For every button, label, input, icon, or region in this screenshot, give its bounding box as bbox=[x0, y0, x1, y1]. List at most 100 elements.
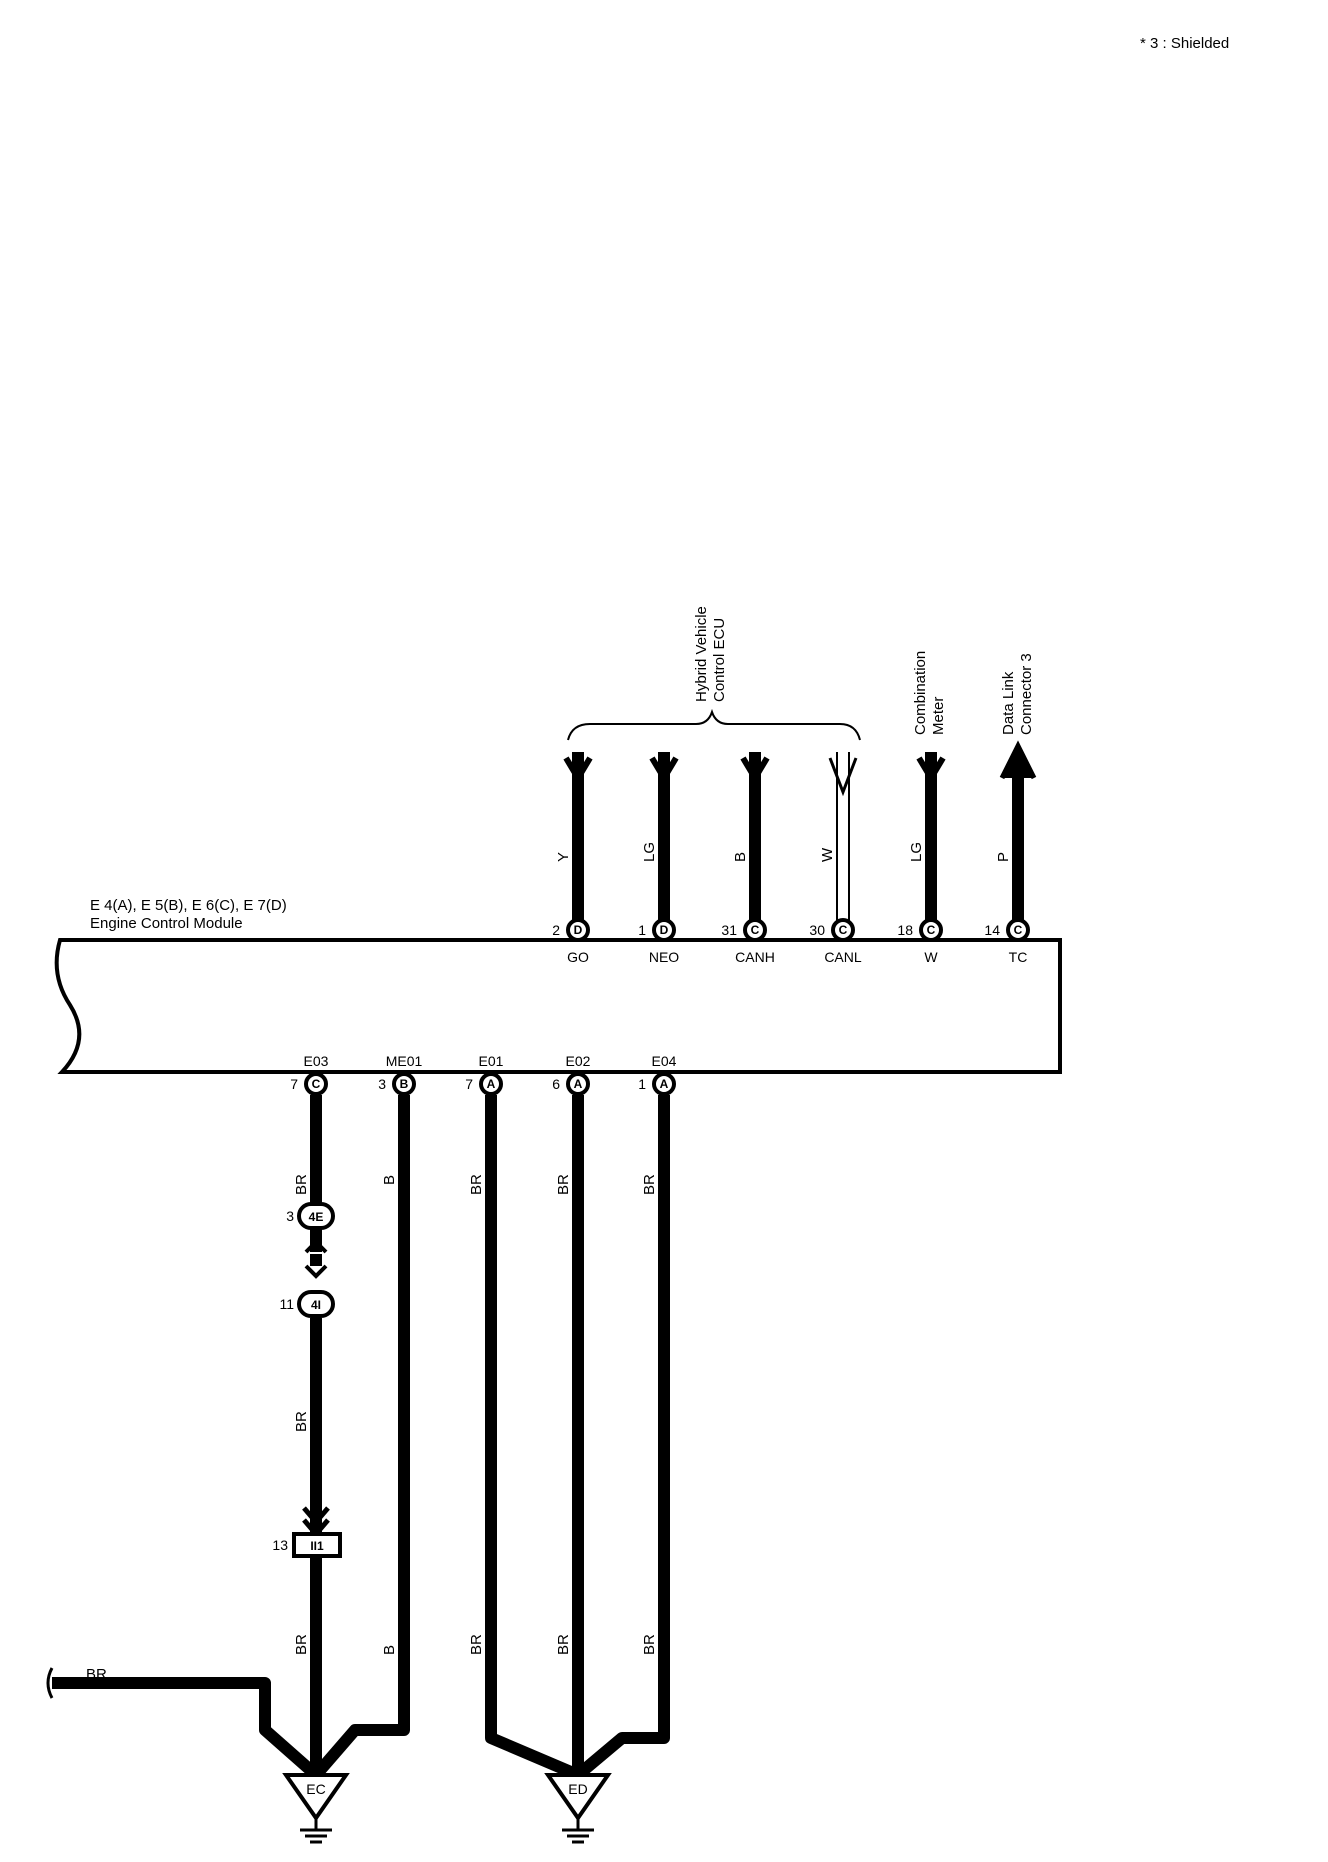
ground-icon bbox=[562, 1818, 594, 1844]
svg-text:BR: BR bbox=[641, 1174, 658, 1195]
svg-text:CANL: CANL bbox=[824, 949, 862, 965]
svg-text:7: 7 bbox=[465, 1076, 473, 1092]
hybrid-vehicle-ecu-label: Hybrid Vehicle Control ECU bbox=[693, 606, 728, 702]
ground-icon bbox=[300, 1818, 332, 1844]
engine-control-module-box bbox=[54, 938, 1062, 1074]
bottom-terminals: 7 C 3 B 7 A 6 A 1 A bbox=[290, 1072, 676, 1096]
svg-text:W: W bbox=[924, 949, 938, 965]
svg-text:C: C bbox=[927, 923, 936, 937]
svg-text:C: C bbox=[1014, 923, 1023, 937]
svg-text:3: 3 bbox=[286, 1208, 294, 1224]
combination-meter-label: Combination Meter bbox=[912, 651, 947, 735]
junction-connectors: 3 4E 11 4I 13 II1 bbox=[272, 1202, 342, 1558]
svg-text:A: A bbox=[487, 1077, 496, 1091]
svg-text:4E: 4E bbox=[309, 1210, 324, 1224]
svg-text:4I: 4I bbox=[311, 1298, 321, 1312]
svg-text:LG: LG bbox=[908, 842, 925, 862]
connector-arrow-icons bbox=[302, 1239, 330, 1538]
wire-break-mark bbox=[46, 1667, 54, 1699]
svg-text:NEO: NEO bbox=[649, 949, 679, 965]
ground-ec: EC bbox=[282, 1773, 350, 1844]
svg-text:BR: BR bbox=[555, 1634, 572, 1655]
svg-text:CANH: CANH bbox=[735, 949, 775, 965]
junction-4e: 3 4E bbox=[286, 1202, 335, 1230]
svg-text:13: 13 bbox=[272, 1537, 288, 1553]
svg-text:EC: EC bbox=[306, 1781, 325, 1797]
junction-ii1: 13 II1 bbox=[272, 1532, 342, 1558]
svg-text:Control ECU: Control ECU bbox=[711, 618, 728, 702]
terminal-w: 18 C W bbox=[897, 918, 943, 965]
svg-text:B: B bbox=[381, 1175, 398, 1185]
svg-text:Data Link: Data Link bbox=[1000, 671, 1017, 735]
incoming-wire-color: BR bbox=[86, 1666, 107, 1683]
svg-text:BR: BR bbox=[555, 1174, 572, 1195]
ground-ed: ED bbox=[544, 1773, 612, 1844]
svg-text:C: C bbox=[751, 923, 760, 937]
bottom-wires bbox=[52, 1095, 670, 1781]
svg-text:BR: BR bbox=[641, 1634, 658, 1655]
svg-text:E01: E01 bbox=[479, 1053, 504, 1069]
svg-text:7: 7 bbox=[290, 1076, 298, 1092]
svg-text:14: 14 bbox=[984, 922, 1000, 938]
terminal-canl: 30 C CANL bbox=[809, 918, 862, 965]
terminal-tc: 14 C TC bbox=[984, 918, 1030, 965]
terminal-canh: 31 C CANH bbox=[721, 918, 775, 965]
svg-text:E04: E04 bbox=[652, 1053, 677, 1069]
svg-text:31: 31 bbox=[721, 922, 737, 938]
svg-text:Y: Y bbox=[555, 852, 572, 862]
svg-text:BR: BR bbox=[293, 1634, 310, 1655]
svg-text:P: P bbox=[995, 852, 1012, 862]
svg-text:A: A bbox=[660, 1077, 669, 1091]
svg-text:11: 11 bbox=[279, 1296, 294, 1312]
terminal-me01: 3 B bbox=[378, 1072, 416, 1096]
hv-ecu-bracket bbox=[567, 708, 861, 741]
top-arrow-icons bbox=[563, 740, 1037, 797]
svg-text:18: 18 bbox=[897, 922, 913, 938]
svg-text:E02: E02 bbox=[566, 1053, 591, 1069]
svg-text:C: C bbox=[312, 1077, 321, 1091]
svg-text:Hybrid Vehicle: Hybrid Vehicle bbox=[693, 606, 710, 702]
svg-text:E03: E03 bbox=[304, 1053, 329, 1069]
svg-text:1: 1 bbox=[638, 1076, 646, 1092]
svg-text:B: B bbox=[400, 1077, 409, 1091]
terminal-neo: 1 D NEO bbox=[638, 918, 679, 965]
terminal-e01: 7 A bbox=[465, 1072, 503, 1096]
terminal-e04: 1 A bbox=[638, 1072, 676, 1096]
svg-text:C: C bbox=[839, 923, 848, 937]
svg-text:B: B bbox=[381, 1645, 398, 1655]
shielded-note: * 3 : Shielded bbox=[1140, 35, 1229, 52]
top-wires bbox=[572, 752, 1024, 923]
terminal-e02: 6 A bbox=[552, 1072, 590, 1096]
terminal-go: 2 D GO bbox=[552, 918, 590, 965]
top-terminals: 2 D GO 1 D NEO 31 C CANH 30 C CANL 18 C … bbox=[552, 918, 1030, 965]
svg-text:6: 6 bbox=[552, 1076, 560, 1092]
svg-text:LG: LG bbox=[641, 842, 658, 862]
svg-text:1: 1 bbox=[638, 922, 646, 938]
terminal-e03: 7 C bbox=[290, 1072, 328, 1096]
svg-text:Connector 3: Connector 3 bbox=[1018, 653, 1035, 735]
svg-text:II1: II1 bbox=[310, 1539, 324, 1553]
module-connectors-label: E 4(A), E 5(B), E 6(C), E 7(D) bbox=[90, 897, 287, 914]
svg-text:2: 2 bbox=[552, 922, 560, 938]
svg-text:TC: TC bbox=[1009, 949, 1028, 965]
svg-text:BR: BR bbox=[293, 1174, 310, 1195]
module-name-label: Engine Control Module bbox=[90, 915, 243, 932]
svg-text:A: A bbox=[574, 1077, 583, 1091]
svg-text:D: D bbox=[660, 923, 669, 937]
bottom-wire-color-labels: BR B BR BR BR BR bbox=[293, 1174, 658, 1432]
svg-text:ED: ED bbox=[568, 1781, 587, 1797]
top-wire-color-labels: Y LG B W LG P bbox=[555, 842, 1012, 862]
lower-wire-color-labels: BR B BR BR BR bbox=[293, 1634, 658, 1655]
bottom-signal-labels: E03 ME01 E01 E02 E04 bbox=[304, 1053, 677, 1069]
svg-text:B: B bbox=[732, 852, 749, 862]
svg-text:ME01: ME01 bbox=[386, 1053, 423, 1069]
svg-text:BR: BR bbox=[468, 1634, 485, 1655]
svg-text:D: D bbox=[574, 923, 583, 937]
svg-text:W: W bbox=[819, 847, 836, 862]
svg-text:30: 30 bbox=[809, 922, 825, 938]
svg-text:Meter: Meter bbox=[930, 697, 947, 735]
junction-4i: 11 4I bbox=[279, 1290, 335, 1318]
svg-text:3: 3 bbox=[378, 1076, 386, 1092]
svg-text:GO: GO bbox=[567, 949, 589, 965]
